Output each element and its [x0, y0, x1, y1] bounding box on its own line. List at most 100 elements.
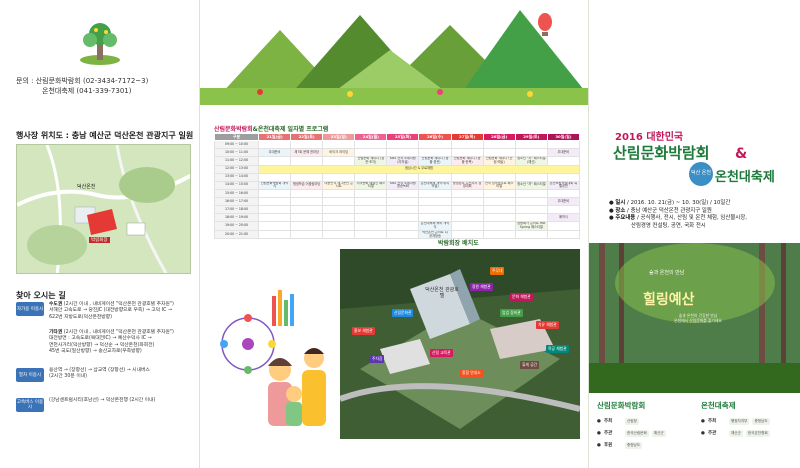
layout-title: 박람회장 배치도	[438, 240, 479, 247]
forest-caption-line: 숲과 온천의 건강한 만남	[678, 313, 718, 318]
schedule-cell	[514, 140, 548, 149]
org-label: 후원	[603, 443, 613, 448]
schedule-header-cell: 23일(일)	[322, 133, 356, 141]
direction-line: (강남센트럴시티(호남선) → 덕산온천행 (2시간 이내)	[49, 398, 156, 403]
schedule-cell: 청소년 "끼" 페스티벌(예선)	[514, 156, 548, 166]
org-logo: 예산군	[651, 429, 666, 437]
schedule-cell: 바이크 라이딩	[322, 148, 356, 157]
org-logo: 행정자치부	[728, 417, 750, 425]
direction-car: 자가용 이용시 수도권 (2시간 이내 , 내비게이션 "덕산온천 관광호텔 추…	[16, 302, 194, 321]
info-label: 일시	[615, 200, 626, 206]
schedule-cell: 산림문화 세미나 (생물·경관)	[418, 156, 452, 166]
map-graphic	[17, 145, 190, 273]
layout-tag: 문화 체험관	[510, 293, 533, 301]
schedule-cell	[354, 172, 388, 182]
org-label: 주관	[603, 431, 613, 436]
schedule-cell	[514, 213, 548, 223]
schedule-cell	[354, 221, 388, 231]
forest-subtitle: 숲과 온천의 만남	[649, 270, 685, 276]
schedule-cell	[482, 189, 516, 199]
schedule-time-cell: 15:00 ~ 16:00	[214, 189, 259, 199]
schedule-cell	[482, 205, 516, 215]
title-main: 산림문화박람회	[613, 144, 710, 162]
schedule-cell	[322, 172, 356, 182]
schedule-cell	[257, 172, 292, 182]
schedule-cell	[450, 189, 484, 199]
schedule-cell	[386, 229, 420, 240]
schedule-header-cell: 25일(화)	[386, 133, 420, 141]
schedule-cell	[482, 140, 516, 149]
layout-tag: 치유 체험관	[536, 321, 559, 329]
direction-line: (2시간 이내 , 내비게이션 "덕산온천 관광호텔 추자원")	[63, 302, 174, 307]
schedule-cell	[514, 189, 548, 199]
schedule-cell	[514, 229, 548, 240]
schedule-cell	[322, 221, 356, 231]
direction-bus: 고속버스 이용시 (강남센트럴시티(호남선) → 덕산온천행 (2시간 이내)	[16, 398, 194, 412]
info-date: ● 일시 / 2016. 10. 21(금) ~ 10. 30(일) / 10일…	[609, 200, 731, 206]
schedule-cell	[290, 205, 324, 215]
schedule-cell	[257, 221, 292, 231]
direction-label: 기타권	[49, 330, 63, 335]
schedule-cell: KBS 전국 노래자랑 방송녹화	[386, 180, 420, 191]
schedule-cell: 폐막식	[546, 213, 581, 223]
schedule-cell	[546, 205, 581, 215]
schedule-cell	[482, 221, 516, 231]
schedule-cell: KBS 전국 노래자랑(리허설)	[386, 156, 420, 166]
schedule-cell	[418, 140, 452, 149]
layout-tag: 산림 교육관	[430, 349, 453, 357]
schedule-header-cell: 28일(금)	[482, 133, 516, 141]
schedule-time-cell: 10:00 ~ 11:00	[214, 148, 259, 157]
schedule-cell	[450, 213, 484, 223]
schedule-cell	[257, 140, 292, 149]
direction-train: 열차 이용시 용산역 → (장항선) → 삽교역 (장항선) → 시내버스 (2…	[16, 368, 194, 382]
direction-line: 면천사거리(덕산방향) → 덕산순 → 덕산온천(좌회전)	[49, 342, 155, 348]
forest-slogan: 힐링예산	[643, 292, 695, 308]
layout-tag: 주무대	[490, 267, 505, 275]
schedule-header-cell: 구분	[214, 133, 259, 141]
schedule-header-cell: 30일(일)	[546, 133, 581, 141]
direction-text: (강남센트럴시티(호남선) → 덕산온천행 (2시간 이내)	[49, 398, 155, 412]
info-text: 충남 예산군 덕산온천 관광지구 일원	[630, 207, 712, 214]
direction-line: 용산역 → (장항선) → 삽교역 (장항선) → 시내버스	[49, 368, 150, 373]
direction-other: 기타권 (2시간 이내 , 내비게이션 "덕산온천 관광호텔 추자원") 대전방…	[16, 330, 194, 356]
schedule-time-cell: 12:00 ~ 13:00	[214, 164, 259, 174]
schedule-cell	[418, 172, 452, 182]
schedule-title-accent: 산림문화박람회	[214, 126, 253, 133]
layout-tag: 산림문화관	[392, 309, 414, 317]
healing-forest-banner: 숲과 온천의 만남 힐링예산 숲과 온천의 건강한 만남 온천에서 산림문화를 …	[589, 243, 800, 393]
contact-line: 온천대축제 (041-339-7301)	[42, 87, 132, 95]
info-place: ● 장소 / 충남 예산군 덕산온천 관광지구 일원	[609, 207, 712, 214]
schedule-time-cell: 14:00 ~ 15:00	[214, 180, 259, 191]
schedule-cell: 무대준비	[257, 148, 292, 157]
info-content-cont: 산림경영 컨설팅, 공연, 국화 전시	[631, 222, 706, 229]
schedule-time-cell: 20:00 ~ 21:00	[214, 229, 259, 240]
festival-title: 2016 대한민국 산림문화박람회 & 덕산 온천 온천대축제	[607, 120, 787, 220]
schedule-cell	[386, 213, 420, 223]
schedule-cell	[290, 172, 324, 182]
schedule-cell	[354, 205, 388, 215]
org-label: 주관	[707, 431, 717, 436]
location-title: 행사장 위치도 : 충남 예산군 덕산온천 관광지구 일원	[16, 131, 194, 140]
schedule-time-cell: 16:00 ~ 17:00	[214, 197, 259, 207]
schedule-cell	[546, 140, 581, 149]
schedule-cell: 온천대축제 개막식(리허설)	[418, 180, 452, 191]
info-label: 주요내용	[615, 215, 636, 222]
schedule-time-cell: 09:00 ~ 10:00	[214, 140, 259, 149]
schedule-cell: 온천대축제 축하 개막식	[418, 221, 452, 231]
schedule-time-cell: 17:00 ~ 18:00	[214, 205, 259, 215]
org-logo: 충청남도	[624, 441, 643, 449]
schedule-cell: 평생학습 어울림마당	[290, 180, 324, 191]
schedule-cell	[354, 229, 388, 240]
event-info: ● 일시 / 2016. 10. 21(금) ~ 10. 30(일) / 10일…	[609, 200, 795, 230]
schedule-cell: 대한민국 재그운전 콘서트	[322, 180, 356, 191]
schedule-cell: 제7회 문예 한마당	[290, 148, 324, 157]
direction-badge: 고속버스 이용시	[16, 398, 44, 412]
schedule-cell	[482, 148, 516, 157]
hotel-label: 덕산온천 관광호텔	[425, 287, 459, 299]
schedule-cell: 산림문화박람회 개막식	[257, 180, 292, 191]
